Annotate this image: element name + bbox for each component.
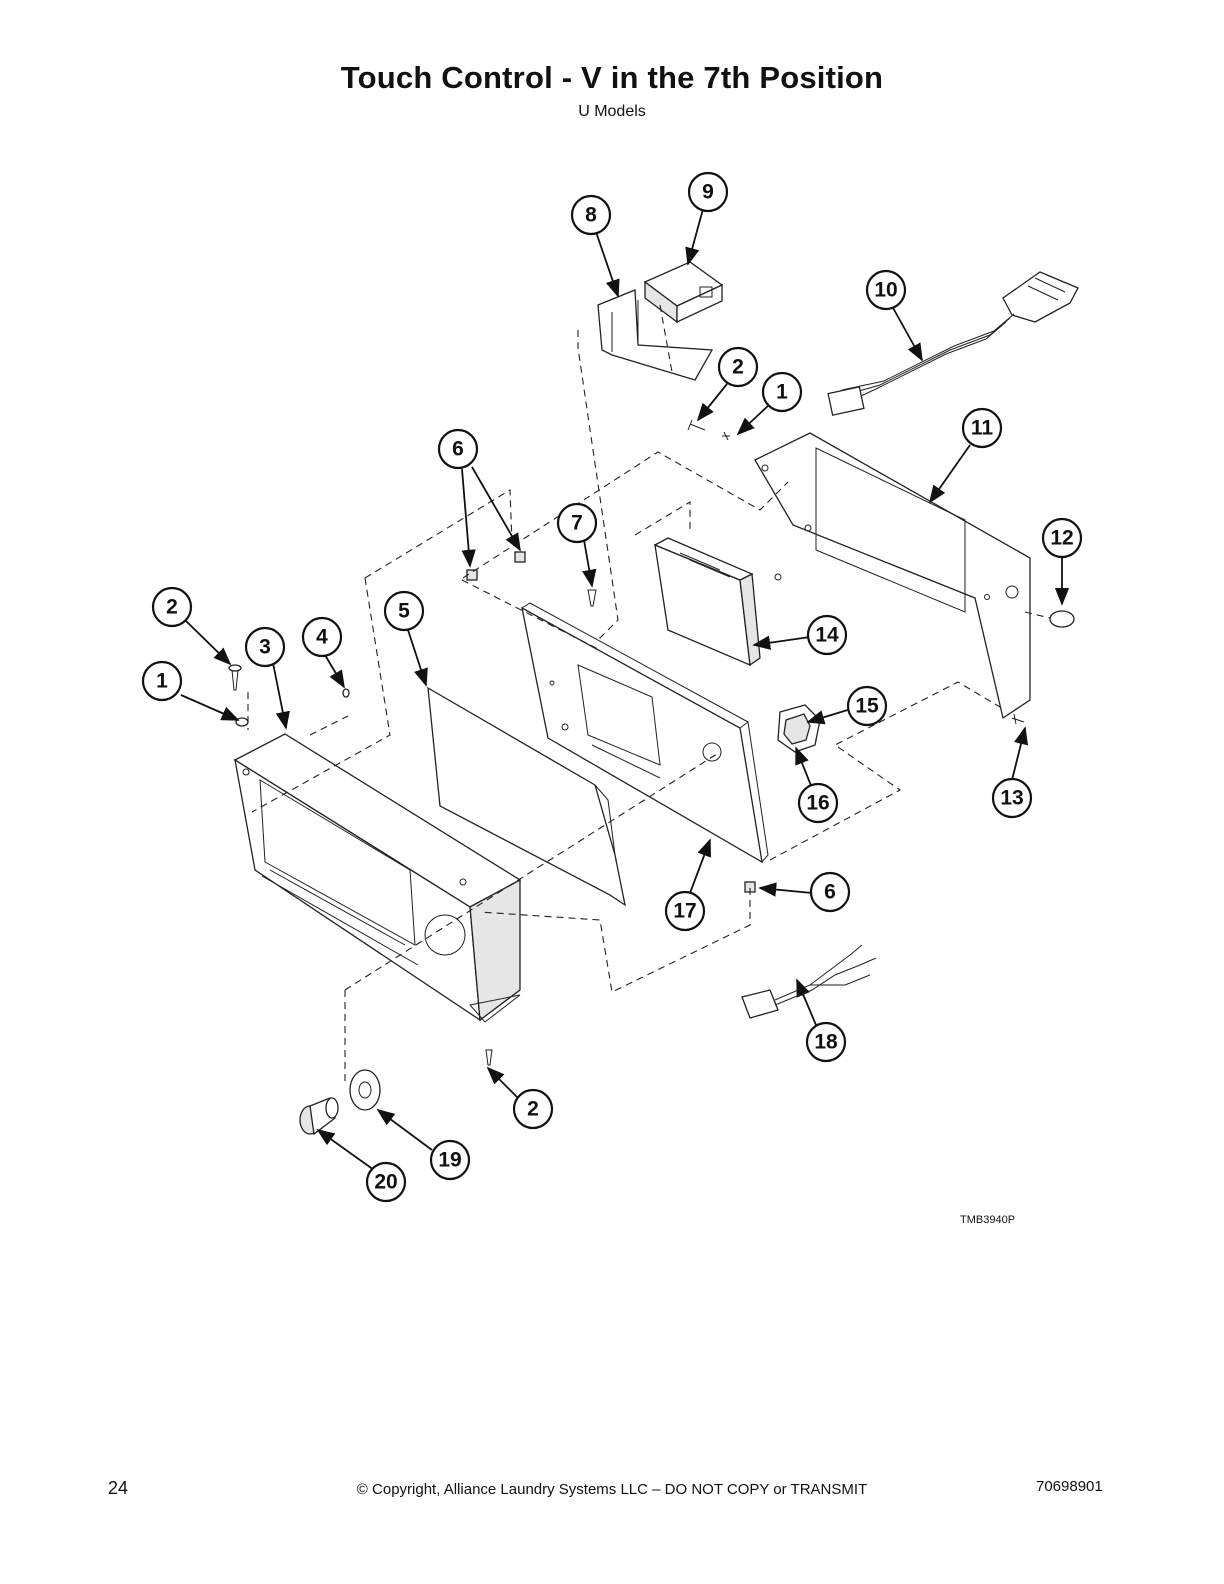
part-bracket — [597, 289, 714, 381]
svg-text:6: 6 — [824, 881, 836, 904]
callout-2-top: 2 — [717, 346, 759, 388]
svg-text:8: 8 — [585, 204, 597, 227]
diagram-code: TMB3940P — [960, 1214, 1016, 1226]
callout-10: 10 — [865, 269, 907, 311]
document-number: 70698901 — [1036, 1478, 1103, 1495]
part-touch-panel — [521, 602, 769, 864]
svg-text:1: 1 — [156, 670, 168, 693]
callout-7: 7 — [556, 502, 598, 544]
svg-text:17: 17 — [673, 900, 696, 923]
svg-text:13: 13 — [1000, 787, 1023, 810]
part-control-board — [653, 537, 761, 667]
svg-text:3: 3 — [259, 636, 271, 659]
callout-1-top: 1 — [761, 371, 803, 413]
callout-12: 12 — [1041, 517, 1083, 559]
callout-3: 3 — [244, 626, 286, 668]
callout-9: 9 — [687, 171, 729, 213]
part-wire-harness-connector — [827, 271, 1079, 416]
svg-text:11: 11 — [971, 417, 994, 440]
callout-17: 17 — [664, 890, 706, 932]
callout-4: 4 — [301, 616, 343, 658]
svg-text:9: 9 — [702, 181, 714, 204]
part-screw-bottom — [485, 1049, 493, 1066]
part-cap — [1049, 610, 1075, 628]
callout-11: 11 — [961, 407, 1003, 449]
part-screw-13 — [1011, 713, 1025, 725]
page-subtitle: U Models — [578, 103, 646, 120]
callout-16: 16 — [797, 782, 839, 824]
callout-6-bottom: 6 — [809, 871, 851, 913]
svg-text:18: 18 — [814, 1031, 838, 1054]
svg-text:4: 4 — [316, 626, 328, 649]
assembly-lines — [247, 304, 1051, 1085]
callout-14: 14 — [806, 614, 848, 656]
svg-text:1: 1 — [776, 381, 788, 404]
part-hardware-top — [587, 419, 730, 607]
callout-6-top: 6 — [437, 428, 479, 470]
part-knob — [299, 1097, 339, 1136]
svg-text:7: 7 — [571, 512, 583, 535]
svg-text:10: 10 — [874, 279, 897, 302]
callout-15: 15 — [846, 685, 888, 727]
part-console-panel — [233, 733, 522, 1023]
part-switch — [777, 704, 821, 753]
leader-arrows — [180, 208, 1070, 1171]
svg-text:5: 5 — [398, 600, 410, 623]
svg-text:19: 19 — [438, 1149, 461, 1172]
svg-text:2: 2 — [166, 596, 178, 619]
part-rear-panel — [754, 432, 1031, 720]
copyright-notice: © Copyright, Alliance Laundry Systems LL… — [356, 1481, 868, 1498]
part-overlay-film — [427, 686, 626, 907]
callout-18: 18 — [805, 1021, 847, 1063]
page-title: Touch Control - V in the 7th Position — [340, 60, 884, 95]
part-module-box — [643, 261, 724, 324]
svg-text:2: 2 — [732, 356, 744, 379]
svg-text:14: 14 — [815, 624, 839, 647]
svg-text:12: 12 — [1050, 527, 1073, 550]
svg-text:6: 6 — [452, 438, 464, 461]
callout-5: 5 — [383, 590, 425, 632]
svg-text:16: 16 — [806, 792, 829, 815]
callout-8: 8 — [570, 194, 612, 236]
svg-text:20: 20 — [374, 1171, 397, 1194]
callout-13: 13 — [991, 777, 1033, 819]
callout-1-left: 1 — [141, 660, 183, 702]
callout-2-bottom: 2 — [512, 1088, 554, 1130]
svg-text:15: 15 — [855, 695, 879, 718]
callout-20: 20 — [365, 1161, 407, 1203]
part-hardware-left — [228, 664, 350, 727]
part-washer — [349, 1069, 381, 1111]
svg-text:2: 2 — [527, 1098, 539, 1121]
callout-19: 19 — [429, 1139, 471, 1181]
callout-2-left: 2 — [151, 586, 193, 628]
page-number: 24 — [108, 1478, 129, 1498]
